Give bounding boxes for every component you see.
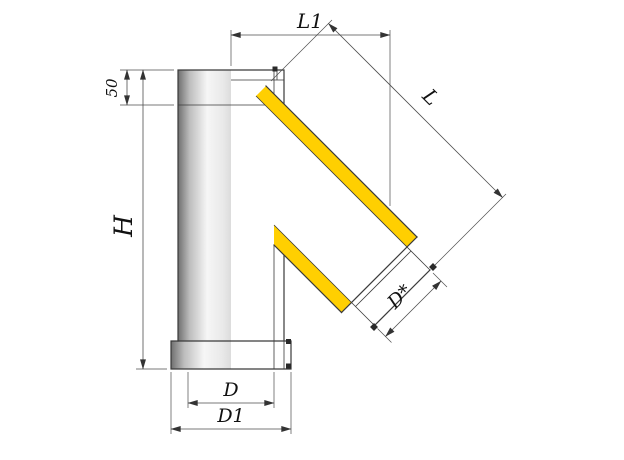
branch-end-step: [355, 250, 412, 307]
dimension-D: D: [187, 372, 275, 408]
crimp-notch-collar-top: [286, 339, 291, 344]
dim-label-L1: L1: [296, 9, 323, 33]
bottom-collar-inner-walls: [273, 341, 285, 369]
pipe-shaded-half: [178, 70, 231, 341]
branch-insulation-upper: [256, 86, 417, 247]
branch-inner-wall-lower: [273, 224, 375, 326]
bottom-collar-outline: [170, 340, 292, 370]
dim-label-D: D: [222, 379, 238, 401]
dimension-50: 50: [103, 69, 174, 106]
dimension-D-star: D*: [377, 272, 448, 343]
crimp-notch-spigot-top: [429, 263, 437, 271]
dim-label-H: H: [109, 214, 138, 238]
dim-label-L: L: [417, 83, 444, 110]
dim-label-D1: D1: [216, 405, 244, 427]
branch-insulation-end-cap: [340, 236, 418, 314]
crimp-notch-collar-bottom: [286, 363, 291, 369]
crimp-notch-top: [272, 66, 278, 72]
pipe-outline: [177, 69, 285, 342]
vertical-pipe: [170, 66, 292, 370]
branch-outer-wall-upper: [265, 85, 418, 238]
crimp-notch-spigot-bottom: [370, 323, 378, 331]
branch-outer-wall-lower: [273, 244, 343, 314]
bottom-collar-shaded-half: [171, 341, 231, 369]
dim-label-50: 50: [103, 78, 121, 98]
dim-label-D-star: D*: [383, 280, 417, 314]
dimension-H: H: [109, 69, 174, 370]
dimension-D1: D1: [170, 372, 292, 434]
branch-insulation-lower: [274, 225, 352, 313]
dimension-L1: L1: [230, 9, 391, 206]
